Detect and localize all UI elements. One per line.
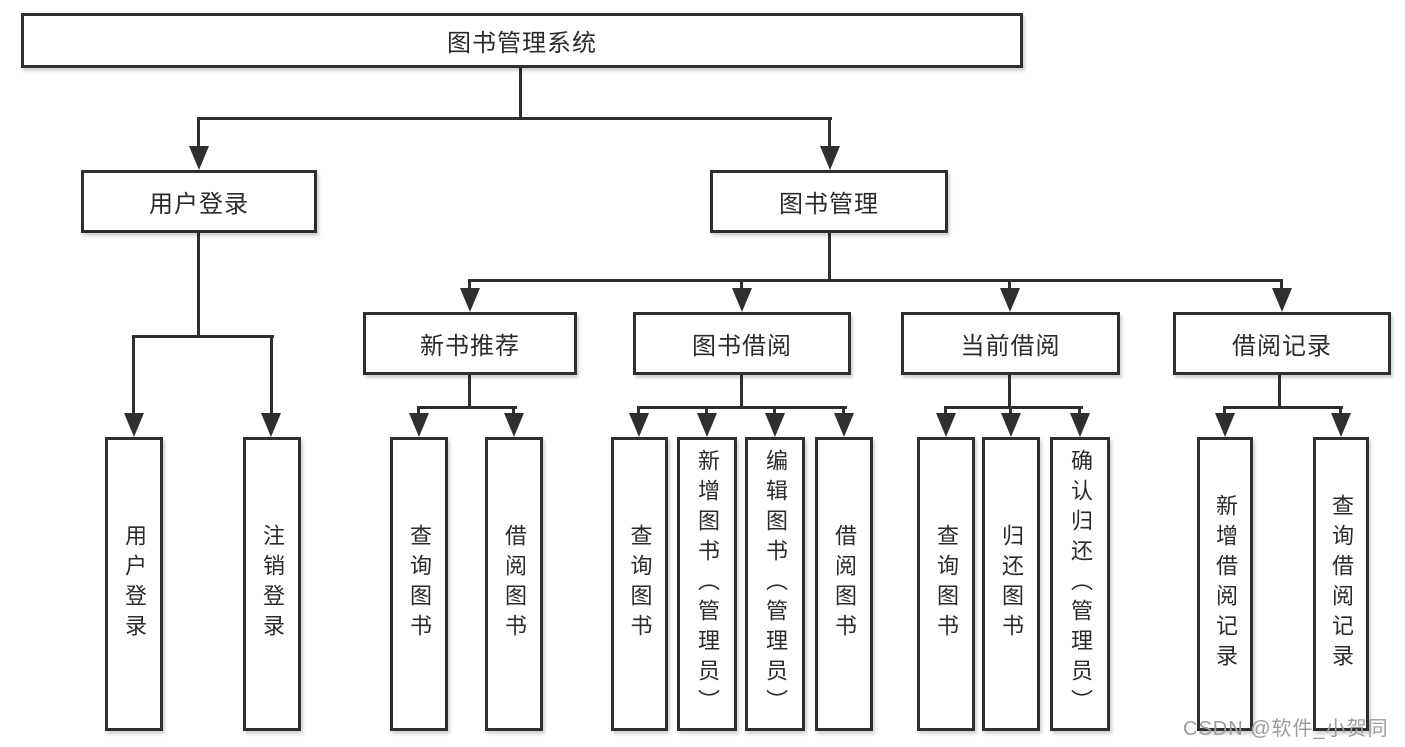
connector-stem-user-login	[197, 117, 200, 149]
leaf-borrow-query-books: 查询图书	[611, 437, 668, 731]
node-user-login-label: 用户登录	[149, 191, 249, 218]
leaf-add-books-admin-label: 新增图书（管理员）	[695, 449, 720, 719]
leaf-add-borrow-record-label: 新增借阅记录	[1213, 494, 1238, 674]
leaf-current-query-books-label: 查询图书	[934, 524, 959, 644]
leaf-borrow-books-label: 借阅图书	[832, 524, 857, 644]
arrowhead-down-icon	[1272, 288, 1292, 312]
node-book-management: 图书管理	[710, 170, 948, 233]
arrowhead-down-icon	[1215, 413, 1235, 437]
connector-stem-leaf	[1223, 406, 1226, 416]
leaf-borrow-query-books-label: 查询图书	[627, 524, 653, 644]
connector-stem-leaf	[1009, 406, 1012, 416]
connector-stem-leaf	[637, 406, 640, 416]
leaf-query-borrow-record: 查询借阅记录	[1313, 437, 1369, 731]
arrowhead-down-icon	[1001, 413, 1021, 437]
node-new-book-recommend-label: 新书推荐	[420, 333, 520, 360]
node-current-borrow-label: 当前借阅	[960, 333, 1061, 360]
arrowhead-down-icon	[409, 413, 429, 437]
leaf-return-books-label: 归还图书	[999, 524, 1024, 644]
leaf-confirm-return-admin-label: 确认归还（管理员）	[1068, 449, 1093, 719]
node-borrow-records-label: 借阅记录	[1232, 333, 1332, 360]
connector-book-borrow-stem	[740, 375, 743, 408]
connector-stem-leaf	[705, 406, 708, 416]
arrowhead-down-icon	[124, 413, 144, 437]
connector-stem-book-borrow	[740, 279, 743, 292]
connector-stem-leaf	[944, 406, 947, 416]
connector-level1-splitter	[197, 117, 832, 120]
connector-borrow-records-splitter	[1223, 406, 1343, 409]
connector-stem-leaf	[842, 406, 845, 416]
node-book-borrow: 图书借阅	[633, 312, 851, 375]
arrowhead-down-icon	[261, 413, 281, 437]
connector-user-login-splitter	[132, 335, 274, 338]
connector-current-borrow-splitter	[944, 406, 1083, 409]
connector-new-book-splitter	[417, 406, 517, 409]
leaf-return-books: 归还图书	[982, 437, 1040, 731]
leaf-recommend-borrow-books-label: 借阅图书	[502, 524, 527, 644]
leaf-recommend-query-books-label: 查询图书	[407, 524, 432, 644]
connector-stem-borrow-records	[1280, 279, 1283, 292]
leaf-user-login-label: 用户登录	[122, 524, 147, 644]
connector-book-borrow-splitter	[637, 406, 847, 409]
node-root: 图书管理系统	[21, 13, 1023, 68]
leaf-confirm-return-admin: 确认归还（管理员）	[1050, 437, 1110, 731]
arrowhead-down-icon	[1331, 413, 1351, 437]
connector-borrow-records-stem	[1278, 375, 1281, 408]
arrowhead-down-icon	[697, 413, 717, 437]
node-book-borrow-label: 图书借阅	[692, 333, 792, 360]
csdn-watermark: CSDN @软件_小贺同学	[1183, 718, 1389, 740]
connector-stem-leaf-login	[132, 335, 135, 416]
connector-new-book-stem	[468, 375, 471, 408]
leaf-current-query-books: 查询图书	[917, 437, 975, 731]
node-book-management-label: 图书管理	[779, 191, 879, 218]
leaf-query-borrow-record-label: 查询借阅记录	[1329, 494, 1354, 674]
connector-stem-leaf	[773, 406, 776, 416]
arrowhead-down-icon	[460, 288, 480, 312]
arrowhead-down-icon	[834, 413, 854, 437]
connector-book-management-stem	[828, 233, 831, 282]
node-borrow-records: 借阅记录	[1173, 312, 1391, 375]
node-user-login: 用户登录	[81, 170, 317, 233]
connector-stem-leaf-logout	[270, 335, 273, 416]
arrowhead-down-icon	[504, 413, 524, 437]
connector-stem-leaf	[512, 406, 515, 416]
node-current-borrow: 当前借阅	[901, 312, 1120, 375]
arrowhead-down-icon	[732, 288, 752, 312]
connector-stem-leaf	[1339, 406, 1342, 416]
connector-stem-leaf	[1078, 406, 1081, 416]
arrowhead-down-icon	[1000, 288, 1020, 312]
node-new-book-recommend: 新书推荐	[363, 312, 577, 375]
leaf-user-login: 用户登录	[105, 437, 163, 731]
leaf-add-books-admin: 新增图书（管理员）	[677, 437, 737, 731]
connector-stem-leaf	[417, 406, 420, 416]
connector-user-login-stem	[197, 233, 200, 337]
connector-stem-book-management	[828, 117, 831, 149]
arrowhead-down-icon	[1070, 413, 1090, 437]
leaf-logout: 注销登录	[243, 437, 301, 731]
connector-current-borrow-stem	[1008, 375, 1011, 408]
leaf-borrow-books: 借阅图书	[815, 437, 873, 731]
leaf-add-borrow-record: 新增借阅记录	[1197, 437, 1253, 731]
arrowhead-down-icon	[936, 413, 956, 437]
node-root-label: 图书管理系统	[447, 30, 597, 57]
arrowhead-down-icon	[189, 146, 209, 170]
leaf-recommend-borrow-books: 借阅图书	[485, 437, 543, 731]
connector-stem-current-borrow	[1008, 279, 1011, 292]
arrowhead-down-icon	[820, 146, 840, 170]
leaf-edit-books-admin: 编辑图书（管理员）	[745, 437, 805, 731]
leaf-logout-label: 注销登录	[260, 524, 285, 644]
arrowhead-down-icon	[629, 413, 649, 437]
connector-level2-splitter	[468, 279, 1282, 282]
leaf-edit-books-admin-label: 编辑图书（管理员）	[763, 449, 788, 719]
leaf-recommend-query-books: 查询图书	[390, 437, 448, 731]
connector-root-stem	[519, 66, 522, 119]
connector-stem-new-book	[468, 279, 471, 292]
arrowhead-down-icon	[765, 413, 785, 437]
